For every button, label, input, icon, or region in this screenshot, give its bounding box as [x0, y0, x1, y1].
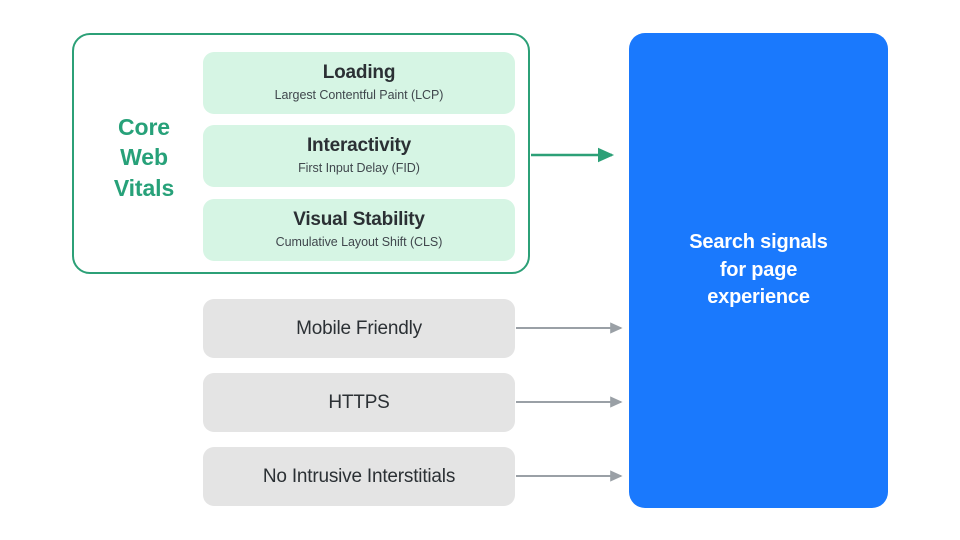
metric-subtitle-loading: Largest Contentful Paint (LCP)	[274, 88, 444, 103]
https-label: HTTPS	[328, 391, 390, 413]
no-intrusive-interstitials-label: No Intrusive Interstitials	[262, 465, 456, 487]
mobile-friendly-box: Mobile Friendly	[203, 299, 515, 358]
search-signals-title: Search signals for page experience	[689, 231, 828, 309]
https-box: HTTPS	[203, 373, 515, 432]
core-web-vitals-group	[72, 33, 530, 274]
search-signals-panel: Search signals for page experience	[629, 33, 888, 508]
metric-title-visual-stability: Visual Stability	[293, 209, 425, 231]
metric-title-loading: Loading	[322, 62, 396, 84]
metric-card-interactivity: Interactivity First Input Delay (FID)	[203, 125, 515, 187]
metric-card-visual-stability: Visual Stability Cumulative Layout Shift…	[203, 199, 515, 261]
no-intrusive-interstitials-box: No Intrusive Interstitials	[203, 447, 515, 506]
core-web-vitals-label: Core Web Vitals	[113, 114, 175, 201]
metric-subtitle-visual-stability: Cumulative Layout Shift (CLS)	[275, 235, 443, 250]
metric-title-interactivity: Interactivity	[306, 135, 412, 157]
metric-card-loading: Loading Largest Contentful Paint (LCP)	[203, 52, 515, 114]
metric-subtitle-interactivity: First Input Delay (FID)	[298, 161, 420, 176]
mobile-friendly-label: Mobile Friendly	[296, 317, 422, 339]
